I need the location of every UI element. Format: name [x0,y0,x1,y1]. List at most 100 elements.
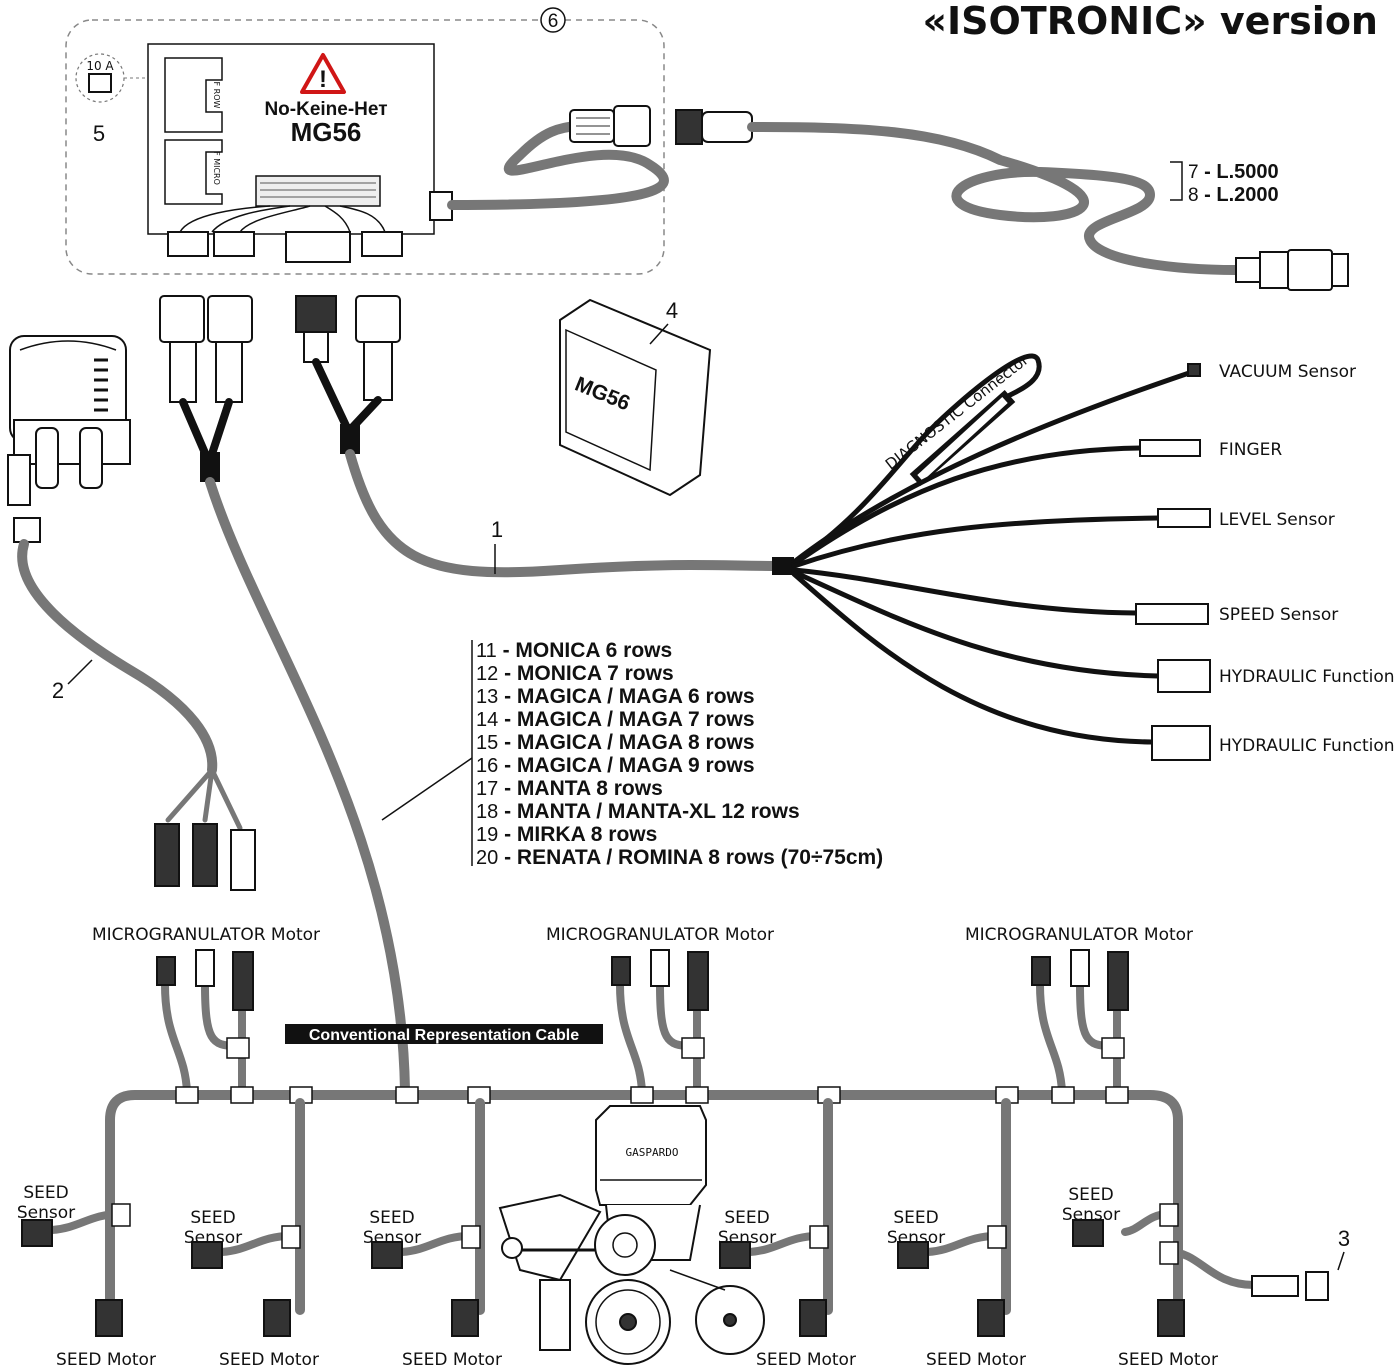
model-item: 11 - MONICA 6 rows [476,639,672,662]
seed-sensor-label: Sensor [1062,1205,1120,1225]
seed-sensor-label: SEED [1068,1185,1113,1205]
box-plug-4 [361,231,403,257]
vacuum-label: VACUUM Sensor [1219,362,1356,382]
micro-plug [195,949,215,987]
monitor-plug-a [154,823,180,887]
port-f-row-icon [164,57,223,133]
seed-sensor-plug [21,1219,53,1247]
seed-motor-plug [977,1299,1005,1337]
length-7-text: - L.5000 [1199,161,1279,183]
box-plug-3 [285,231,351,263]
port-f-micro-icon [164,139,223,205]
diagram-title: «ISOTRONIC» version [922,0,1378,43]
seed-motor-plug [95,1299,123,1337]
micro-plug [1031,956,1051,986]
box-cable [447,121,669,210]
seed-motor-plug [451,1299,479,1337]
model-item: 18 - MANTA / MANTA-XL 12 rows [476,800,800,823]
conventional-label-bg [285,1024,603,1044]
callout-6: 6 [548,11,559,32]
svg-text:8 - L.2000: 8 - L.2000 [1188,184,1279,206]
micro-motor-label-3: MICROGRANULATOR Motor [965,925,1193,945]
seeder-row-unit: GASPARDO [498,1105,765,1365]
seed-sensor-label: SEED [893,1208,938,1228]
monitor-plug-b [192,823,218,887]
diagnostic-label: DIAGNOSTIC Connector [882,350,1033,473]
callout-1: 1 [491,517,503,542]
seed-motor-label: SEED Motor [756,1350,856,1370]
hydraulic-1-branch [791,569,1161,679]
speed-plug [1135,603,1209,625]
seed-motor-label: SEED Motor [402,1350,502,1370]
seed-sensor-label: Sensor [718,1228,776,1248]
finger-branch [791,445,1143,567]
hydraulic-1-plug [1157,659,1211,693]
micro-motor-group-1 [156,949,254,1096]
port-f-micro-label: F MICRO [212,151,221,185]
micro-motor-group-3 [1031,949,1129,1096]
speed-label: SPEED Sensor [1219,605,1338,625]
micro-plug [156,956,176,986]
seed-motor-label: SEED Motor [1118,1350,1218,1370]
speed-branch [791,567,1139,616]
seed-motor-plug [263,1299,291,1337]
box-main-connector [255,175,381,207]
seed-sensor-label: SEED [369,1208,414,1228]
box-plug-1 [167,231,209,257]
seed-sensor-plug [1072,1219,1104,1247]
brand-label: GASPARDO [626,1146,679,1159]
monitor-plug-c [230,829,256,891]
hydraulic-2-plug [1151,725,1211,761]
extension-cable [747,122,1241,275]
seed-sensor-plug [371,1241,403,1269]
model-item: 20 - RENATA / ROMINA 8 rows (70÷75cm) [476,846,883,869]
seed-motor-plug [1157,1299,1185,1337]
finger-plug [1139,439,1201,457]
box-model: MG56 [291,117,362,147]
micro-plug [687,951,709,1011]
model-item: 19 - MIRKA 8 rows [476,823,657,846]
seed-motor-plug [799,1299,827,1337]
row-harness-feed [205,477,410,1095]
micro-motor-label-2: MICROGRANULATOR Motor [546,925,774,945]
level-branch [791,515,1161,569]
control-box-group [65,19,665,275]
micro-plug [650,949,670,987]
warning-icon [300,53,346,94]
micro-motor-label-1: MICROGRANULATOR Motor [92,925,320,945]
monitor-cable [17,539,218,775]
micro-motor-group-2 [611,949,709,1096]
seed-sensor-label: Sensor [184,1228,242,1248]
warning-text: No-Keine-Нет [264,99,387,120]
level-plug [1157,508,1211,528]
model-list: 11 - MONICA 6 rows 12 - MONICA 7 rows 13… [476,639,883,869]
model-item: 17 - MANTA 8 rows [476,777,663,800]
hydraulic-1-label: HYDRAULIC Function [1219,667,1395,687]
harness-split [772,557,794,575]
length-bracket [1170,161,1183,201]
seed-sensor-label: SEED [724,1208,769,1228]
model-item: 16 - MAGICA / MAGA 9 rows [476,754,755,777]
level-label: LEVEL Sensor [1219,510,1335,530]
fuse-icon [88,73,112,93]
port-f-row-label: F ROW [212,82,221,109]
micro-plug [232,951,254,1011]
svg-text:!: ! [319,66,327,93]
y-cable-a-plug-1 [159,295,205,343]
seed-motor-label: SEED Motor [56,1350,156,1370]
seed-sensor-plug [191,1241,223,1269]
length-7-num: 7 [1188,162,1199,183]
callout-2: 2 [52,678,64,703]
box-plug-2 [213,231,255,257]
main-harness [345,449,785,578]
hydraulic-2-branch [791,571,1155,745]
conventional-label: Conventional Representation Cable [309,1027,579,1044]
micro-plug [1107,951,1129,1011]
diagnostic-branch [791,353,1042,565]
finger-label: FINGER [1219,440,1282,460]
monitor-plug [13,517,41,543]
callout-3: 3 [1338,1226,1350,1251]
seed-motor-label: SEED Motor [926,1350,1026,1370]
hydraulic-2-label: HYDRAULIC Function [1219,736,1395,756]
